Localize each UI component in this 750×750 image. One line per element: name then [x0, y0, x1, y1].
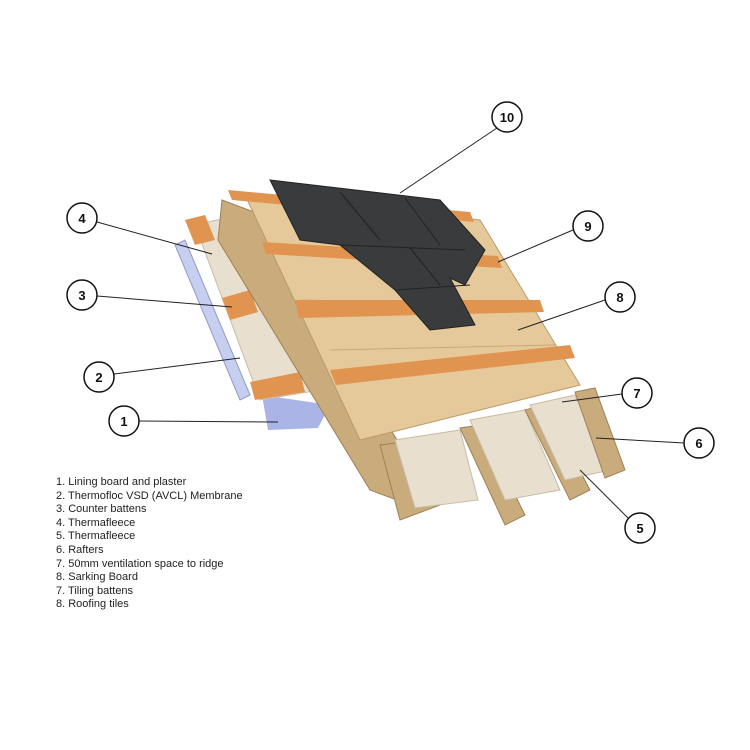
svg-text:6: 6 — [695, 436, 702, 451]
callout-1: 1 — [108, 405, 140, 437]
roofing-tiles — [269, 179, 486, 331]
svg-text:3: 3 — [78, 288, 85, 303]
legend-item: 2. Thermofloc VSD (AVCL) Membrane — [56, 489, 243, 502]
tiling-batten — [330, 345, 575, 385]
legend-item: 5. Thermafleece — [56, 530, 136, 543]
callout-7: 7 — [621, 377, 653, 409]
legend-item: 1. Lining board and plaster — [56, 476, 187, 488]
legend-item: 8. Roofing tiles — [56, 598, 129, 611]
callout-3: 3 — [66, 279, 98, 311]
insulation-block — [469, 409, 561, 501]
lining-board — [262, 395, 330, 430]
legend-item: 8. Sarking Board — [56, 571, 138, 584]
svg-text:4: 4 — [78, 211, 86, 226]
svg-text:10: 10 — [500, 110, 514, 125]
svg-text:7: 7 — [633, 386, 640, 401]
insulation-block — [394, 429, 479, 509]
legend-item: 3. Counter battens — [56, 503, 147, 516]
svg-text:9: 9 — [584, 219, 591, 234]
callout-8: 8 — [604, 281, 636, 313]
callout-10: 10 — [491, 101, 523, 133]
svg-text:1: 1 — [120, 414, 127, 429]
legend-item: 4. Thermafleece — [56, 516, 136, 529]
leader-lines — [96, 127, 685, 519]
counter-batten — [185, 215, 215, 245]
svg-text:8: 8 — [616, 290, 623, 305]
svg-text:5: 5 — [636, 521, 643, 536]
membrane — [174, 239, 251, 401]
callout-9: 9 — [572, 210, 604, 242]
legend-item: 7. 50mm ventilation space to ridge — [56, 557, 224, 570]
counter-batten — [250, 372, 305, 400]
rafter — [574, 387, 626, 479]
legend: 1. Lining board and plaster 2. Thermoflo… — [56, 476, 243, 612]
callout-2: 2 — [83, 361, 115, 393]
legend-item: 7. Tiling battens — [56, 584, 134, 597]
svg-text:2: 2 — [95, 370, 102, 385]
counter-batten — [222, 290, 258, 320]
callout-4: 4 — [66, 202, 98, 234]
callout-5: 5 — [624, 512, 656, 544]
legend-item: 6. Rafters — [56, 543, 104, 556]
callout-6: 6 — [683, 427, 715, 459]
